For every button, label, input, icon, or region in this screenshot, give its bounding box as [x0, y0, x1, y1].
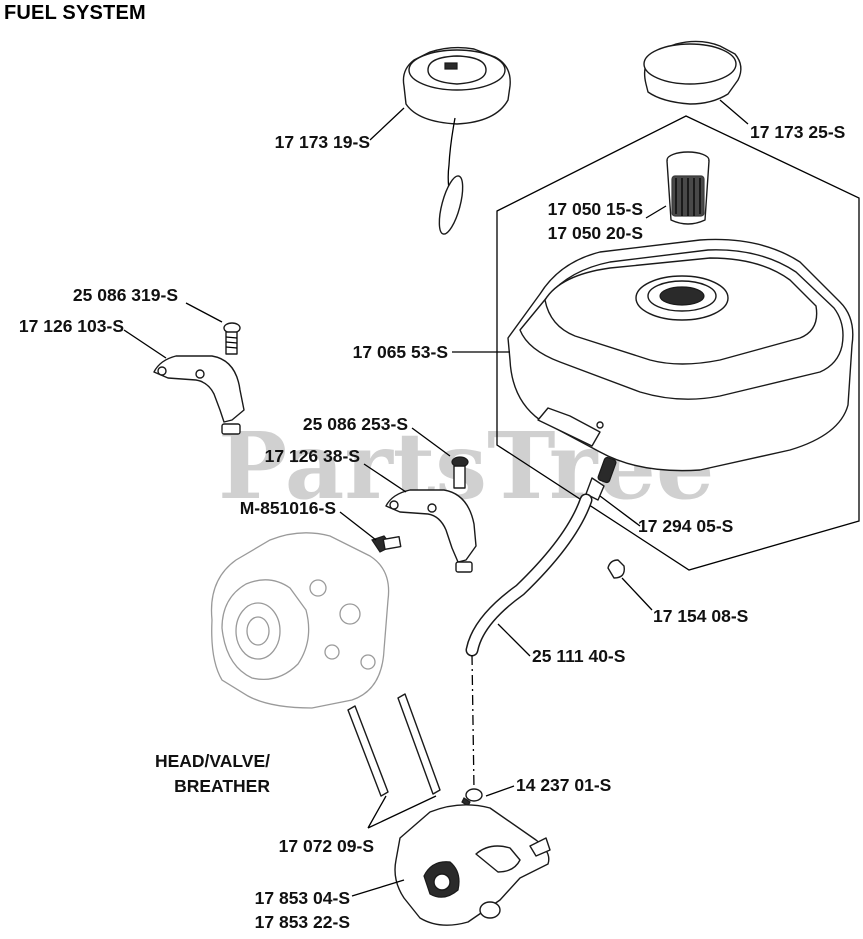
cylinder-head	[210, 532, 390, 709]
flange-bolt[interactable]	[371, 535, 402, 553]
part-label-fuel-valve[interactable]: 17 294 05-S	[638, 516, 733, 536]
fuel-cap-with-tether[interactable]	[402, 46, 511, 237]
part-label-fuel-strainer-1[interactable]: 17 050 15-S	[548, 199, 643, 219]
fuel-tank[interactable]	[507, 238, 854, 472]
leader-25-086-319	[185, 302, 223, 323]
leader-m-851016	[339, 511, 377, 541]
leader-17-294-05	[599, 495, 641, 527]
leader-25-086-253	[411, 427, 451, 457]
head-label-line1: HEAD/VALVE/	[155, 751, 270, 771]
leader-17-050	[645, 205, 667, 219]
part-label-carburetor-2[interactable]: 17 853 22-S	[255, 912, 350, 932]
head-label-line2: BREATHER	[174, 776, 270, 796]
fuel-cap[interactable]	[643, 40, 742, 105]
page-title: FUEL SYSTEM	[4, 2, 146, 24]
fuel-strainer[interactable]	[666, 151, 710, 225]
leader-25-111-40	[497, 623, 531, 657]
part-label-flange-bolt[interactable]: M-851016-S	[240, 498, 336, 518]
bracket-upper[interactable]	[153, 355, 245, 435]
part-label-fuel-hose[interactable]: 25 111 40-S	[532, 646, 625, 666]
hose-clip[interactable]	[607, 559, 625, 579]
hose-clamp[interactable]	[461, 788, 483, 807]
part-label-bolt-lower[interactable]: 25 086 253-S	[303, 414, 408, 434]
tank-group-outline	[496, 115, 860, 571]
leader-17-126-103	[123, 329, 167, 359]
part-label-fuel-tank[interactable]: 17 065 53-S	[353, 342, 448, 362]
part-label-bolt-upper[interactable]: 25 086 319-S	[73, 285, 178, 305]
leader-17-072-09	[367, 795, 437, 829]
leader-17-126-38	[363, 463, 407, 493]
leader-14-237-01	[485, 785, 515, 797]
leader-17-173-19	[369, 107, 405, 141]
leader-17-853	[351, 879, 405, 897]
part-labels: 17 173 19-S 17 173 25-S 17 050 15-S 17 050 …	[19, 122, 845, 932]
fuel-hose[interactable]	[465, 493, 593, 791]
bolt-upper[interactable]	[223, 322, 241, 355]
carburetor[interactable]	[394, 804, 551, 926]
part-label-hose-clip-tank[interactable]: 17 154 08-S	[653, 606, 748, 626]
fuel-valve[interactable]	[585, 456, 617, 501]
part-label-bracket-upper[interactable]: 17 126 103-S	[19, 316, 124, 336]
part-label-carburetor-1[interactable]: 17 853 04-S	[255, 888, 350, 908]
leader-17-154-08	[621, 577, 653, 611]
bracket-lower[interactable]	[385, 489, 477, 573]
bolt-lower[interactable]	[451, 456, 469, 489]
carb-studs[interactable]	[347, 693, 441, 797]
part-label-fuel-strainer-2[interactable]: 17 050 20-S	[548, 223, 643, 243]
part-label-bracket-lower[interactable]: 17 126 38-S	[265, 446, 360, 466]
leader-17-173-25	[719, 99, 749, 125]
part-label-carb-studs[interactable]: 17 072 09-S	[279, 836, 374, 856]
part-label-hose-clamp[interactable]: 14 237 01-S	[516, 775, 611, 795]
part-label-fuel-cap[interactable]: 17 173 25-S	[750, 122, 845, 142]
part-label-fuel-cap-tether[interactable]: 17 173 19-S	[275, 132, 370, 152]
